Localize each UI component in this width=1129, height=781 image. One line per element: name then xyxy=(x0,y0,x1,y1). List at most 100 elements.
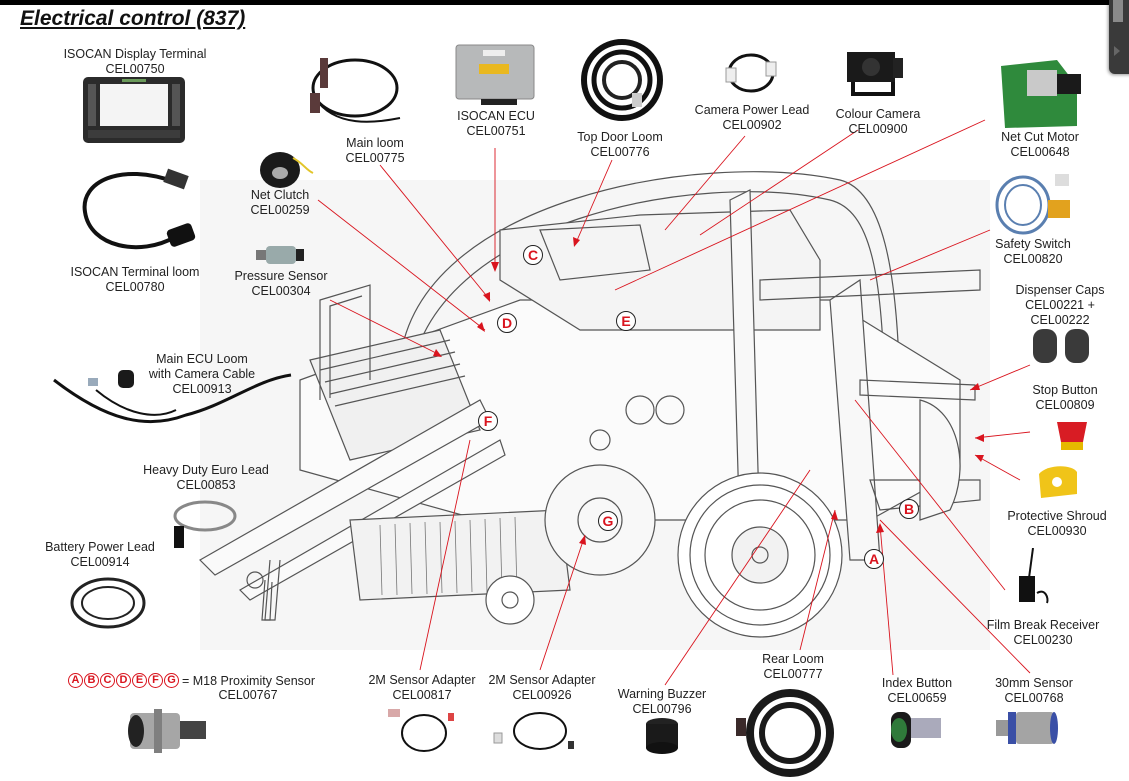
part-code: CEL00900 xyxy=(848,122,908,136)
colour-camera-image xyxy=(847,52,903,96)
label-sensor-adapter-817: 2M Sensor Adapter CEL00817 xyxy=(362,673,482,703)
part-code: CEL00751 xyxy=(466,124,526,138)
legend-text: = M18 Proximity Sensor xyxy=(182,673,316,688)
part-name: Stop Button xyxy=(1032,383,1098,397)
label-isocan-display-terminal: ISOCAN Display Terminal CEL00750 xyxy=(60,47,210,77)
index-button-image xyxy=(891,712,941,748)
part-name: ISOCAN ECU xyxy=(457,109,535,123)
stop-button-image xyxy=(1057,422,1087,450)
part-name: 30mm Sensor xyxy=(995,676,1073,690)
part-name: Rear Loom xyxy=(762,652,824,666)
legend-letter-c: C xyxy=(100,673,115,688)
callout-a: A xyxy=(864,549,884,569)
label-battery-power-lead: Battery Power Lead CEL00914 xyxy=(40,540,160,570)
part-name: Protective Shroud xyxy=(1007,509,1107,523)
part-code: CEL00221 + xyxy=(1025,298,1095,312)
sensor-adapter-926-image xyxy=(493,712,574,750)
part-code: CEL00777 xyxy=(763,667,823,681)
part-code: CEL00817 xyxy=(392,688,452,702)
proximity-sensor-legend: A B C D E F G = M18 Proximity Sensor xyxy=(68,673,315,688)
main-loom-image xyxy=(310,58,401,123)
safety-switch-image xyxy=(995,174,1070,235)
label-heavy-duty-euro-lead: Heavy Duty Euro Lead CEL00853 xyxy=(136,463,276,493)
dispenser-caps-image xyxy=(1033,329,1089,363)
callout-d: D xyxy=(497,313,517,333)
part-name: Film Break Receiver xyxy=(986,618,1100,632)
protective-shroud-image xyxy=(1039,466,1077,498)
top-door-loom-image xyxy=(581,39,663,121)
baler-frame xyxy=(199,171,981,638)
part-name: Heavy Duty Euro Lead xyxy=(143,463,269,477)
part-code: CEL00926 xyxy=(512,688,572,702)
isocan-display-terminal-image xyxy=(83,77,185,143)
part-name: ISOCAN Terminal loom xyxy=(70,265,200,279)
leader-lines xyxy=(317,119,1031,686)
part-code: CEL00776 xyxy=(590,145,650,159)
part-name: Main loom xyxy=(346,136,404,150)
part-code: CEL00750 xyxy=(105,62,165,76)
main-ecu-loom-image xyxy=(53,370,292,424)
part-name: Index Button xyxy=(881,676,953,690)
label-sensor-adapter-926: 2M Sensor Adapter CEL00926 xyxy=(482,673,602,703)
label-warning-buzzer: Warning Buzzer CEL00796 xyxy=(610,687,714,717)
label-dispenser-caps: Dispenser Caps CEL00221 + CEL00222 xyxy=(1008,283,1112,328)
label-index-button: Index Button CEL00659 xyxy=(870,676,964,706)
callout-e: E xyxy=(616,311,636,331)
camera-power-lead-image xyxy=(725,53,777,93)
label-film-break-receiver: Film Break Receiver CEL00230 xyxy=(980,618,1106,648)
callout-b: B xyxy=(899,499,919,519)
leader-arrowheads xyxy=(433,237,984,545)
legend-letter-e: E xyxy=(132,673,147,688)
side-panel-handle[interactable] xyxy=(1109,0,1129,74)
part-name-2: with Camera Cable xyxy=(148,367,256,381)
part-name: Pressure Sensor xyxy=(234,269,328,283)
part-code: CEL00930 xyxy=(1027,524,1087,538)
part-code-2: CEL00222 xyxy=(1030,313,1090,327)
film-break-receiver-image xyxy=(1019,548,1049,604)
page-title: Electrical control (837) xyxy=(20,7,246,30)
legend-letter-b: B xyxy=(84,673,99,688)
part-code: CEL00648 xyxy=(1010,145,1070,159)
heavy-duty-euro-lead-image xyxy=(173,500,237,548)
label-main-ecu-loom: Main ECU Loom with Camera Cable CEL00913 xyxy=(140,352,264,397)
battery-power-lead-image xyxy=(70,577,146,629)
label-safety-switch: Safety Switch CEL00820 xyxy=(988,237,1078,267)
title-bar xyxy=(0,0,1110,5)
callout-f: F xyxy=(478,411,498,431)
part-name: Net Clutch xyxy=(250,188,310,202)
label-rear-loom: Rear Loom CEL00777 xyxy=(750,652,836,682)
part-name: Main ECU Loom xyxy=(156,352,248,366)
legend-letter-a: A xyxy=(68,673,83,688)
callout-c: C xyxy=(523,245,543,265)
scroll-thumb[interactable] xyxy=(1113,0,1123,22)
isocan-terminal-loom-image xyxy=(82,168,196,250)
pressure-sensor-image xyxy=(256,246,304,264)
net-cut-motor-image xyxy=(1001,60,1081,128)
part-code: CEL00230 xyxy=(1013,633,1073,647)
part-name: Warning Buzzer xyxy=(617,687,707,701)
part-name: Top Door Loom xyxy=(577,130,663,144)
label-protective-shroud: Protective Shroud CEL00930 xyxy=(1000,509,1114,539)
part-name: Colour Camera xyxy=(835,107,921,121)
part-name: Net Cut Motor xyxy=(1001,130,1079,144)
part-name: 2M Sensor Adapter xyxy=(488,673,596,687)
label-net-clutch: Net Clutch CEL00259 xyxy=(240,188,320,218)
part-code: CEL00809 xyxy=(1035,398,1095,412)
part-name: Battery Power Lead xyxy=(45,540,155,554)
part-code: CEL00853 xyxy=(176,478,236,492)
part-code: CEL00259 xyxy=(250,203,310,217)
part-code: CEL00914 xyxy=(70,555,130,569)
label-main-loom: Main loom CEL00775 xyxy=(335,136,415,166)
isocan-ecu-image xyxy=(455,44,535,105)
label-colour-camera: Colour Camera CEL00900 xyxy=(826,107,930,137)
part-code: CEL00775 xyxy=(345,151,405,165)
part-name: ISOCAN Display Terminal xyxy=(63,47,207,61)
label-camera-power-lead: Camera Power Lead CEL00902 xyxy=(688,103,816,133)
expand-arrow-icon[interactable] xyxy=(1114,46,1120,56)
part-name: 2M Sensor Adapter xyxy=(368,673,476,687)
part-code: CEL00304 xyxy=(251,284,311,298)
part-code: CEL00780 xyxy=(105,280,165,294)
part-name: Safety Switch xyxy=(995,237,1071,251)
part-code: CEL00659 xyxy=(887,691,947,705)
